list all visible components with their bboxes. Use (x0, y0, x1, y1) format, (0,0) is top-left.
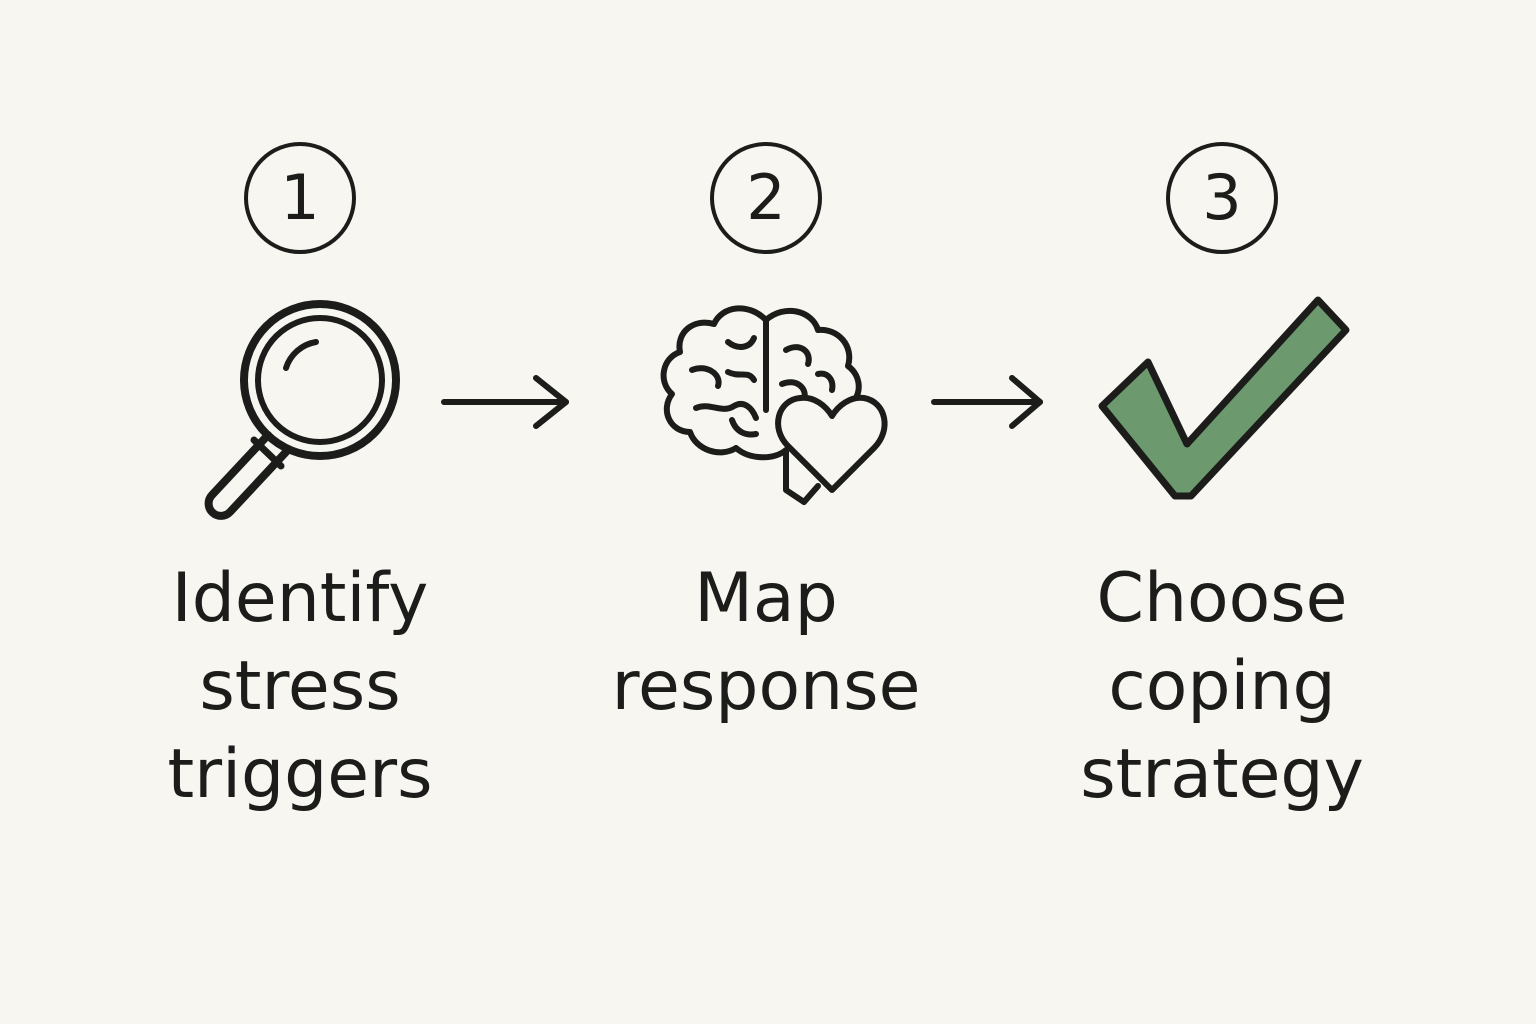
step-number-badge: 2 (710, 142, 822, 254)
magnifying-glass-icon (204, 300, 400, 520)
brain-heart-icon (660, 305, 888, 505)
step-identify: 1 Identify stress triggers (100, 0, 500, 1024)
step-label-line: Choose (1096, 559, 1348, 638)
step-label: Choose coping strategy (1022, 555, 1422, 819)
step-label-line: coping (1108, 647, 1336, 726)
step-label-line: triggers (167, 735, 433, 814)
step-label-line: stress (199, 647, 401, 726)
step-label-line: Map (694, 559, 838, 638)
step-label-line: response (611, 647, 921, 726)
step-label-line: strategy (1080, 735, 1364, 814)
step-choose-strategy: 3 Choose coping strategy (1022, 0, 1422, 1024)
step-label: Identify stress triggers (100, 555, 500, 819)
step-map-response: 2 Map response (566, 0, 966, 1024)
step-number-badge: 3 (1166, 142, 1278, 254)
checkmark-icon (1098, 296, 1350, 500)
arrow-right-icon (441, 375, 569, 429)
step-number-badge: 1 (244, 142, 356, 254)
step-label-line: Identify (171, 559, 429, 638)
arrow-right-icon (931, 375, 1043, 429)
step-label: Map response (566, 555, 966, 731)
